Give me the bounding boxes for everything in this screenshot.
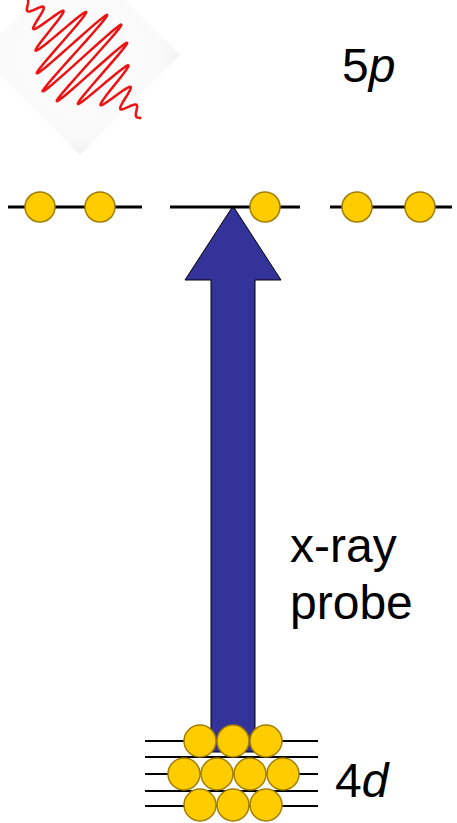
electron [184, 725, 216, 757]
electron [267, 758, 299, 790]
electron [234, 758, 266, 790]
probe-arrow [185, 206, 281, 752]
orbital-label: 5p [342, 37, 452, 94]
4d-electrons [168, 725, 299, 821]
electron [405, 192, 435, 222]
electron [250, 789, 282, 821]
5p-electrons [25, 192, 435, 222]
electron [184, 789, 216, 821]
electron [217, 725, 249, 757]
electron [250, 725, 282, 757]
pulse-backdrop [0, 0, 180, 155]
laser-pulse [22, 0, 141, 118]
electron [250, 192, 280, 222]
electron [342, 192, 372, 222]
probe-label: x-ray probe [290, 517, 445, 631]
electron [25, 192, 55, 222]
electron [201, 758, 233, 790]
electron [217, 789, 249, 821]
electron [168, 758, 200, 790]
5p-levels [8, 206, 452, 209]
orbital-label: 4d [335, 752, 445, 809]
electron [85, 192, 115, 222]
